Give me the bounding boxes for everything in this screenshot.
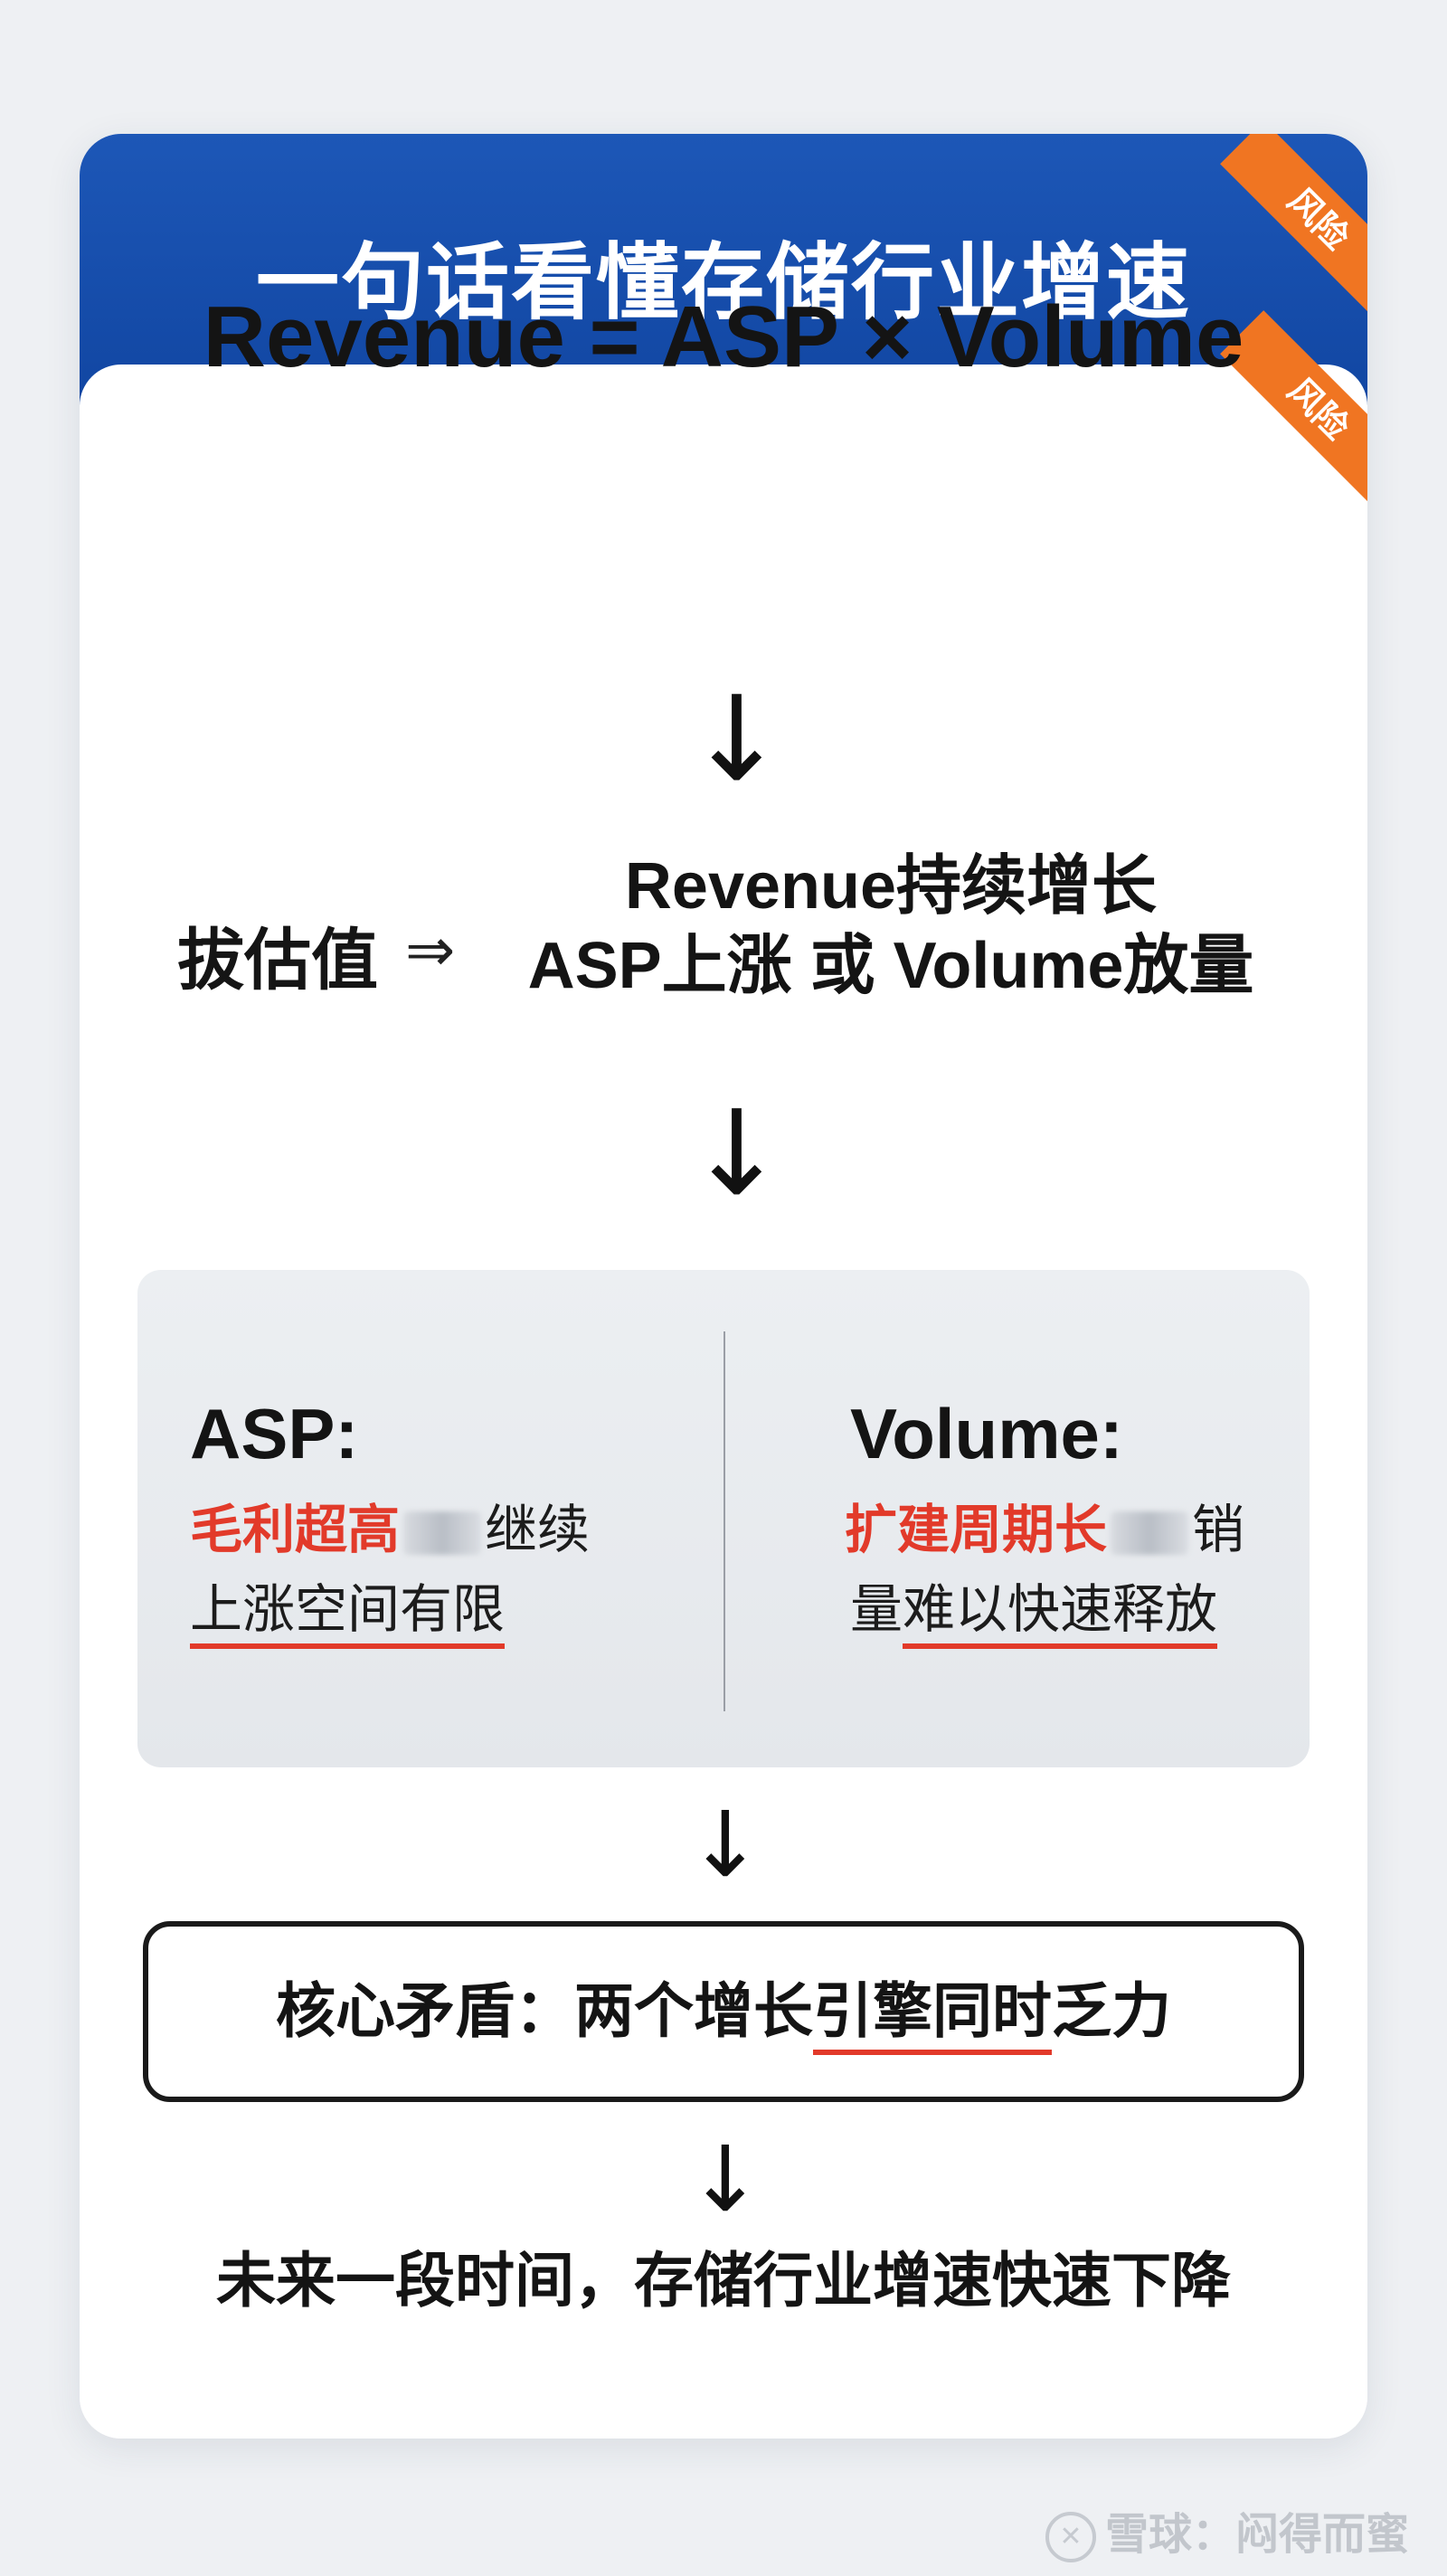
volume-underlined-text: 难以快速释放 [903,1578,1218,1649]
volume-line-1: 扩建周期长销 [845,1503,1244,1556]
asp-title: ASP: [190,1394,359,1473]
asp-highlight: 毛利超高 [190,1499,401,1560]
down-arrow-icon: ↓ [687,670,786,808]
core-underline-2: 同时 [932,1976,1052,2055]
asp-line-2: 上涨空间有限 [190,1578,506,1649]
volume-tail: 销 [1192,1499,1245,1560]
asp-line-1: 毛利超高继续 [190,1503,590,1556]
core-underline-1: 引擎 [813,1976,932,2055]
volume-title: Volume: [850,1394,1123,1473]
volume-highlight: 扩建周期长 [845,1499,1108,1560]
growth-line-2: ASP上涨 或 Volume放量 [527,930,1254,1002]
growth-line-1: Revenue持续增长 [624,850,1158,923]
core-suffix: 乏力 [1052,1976,1171,2046]
redacted-text [403,1511,482,1555]
card-title: 一句话看懂存储行业增速 [255,234,1191,331]
volume-line-2: 量难以快速释放 [850,1578,1218,1649]
redacted-text [1111,1511,1189,1555]
panel-divider [724,1331,725,1711]
core-prefix: 核心矛盾：两个增长 [276,1976,813,2046]
down-arrow-icon: ↓ [687,1792,763,1898]
watermark: ✕雪球：闷得而蜜 [1045,2498,1409,2562]
asp-underlined-text: 上涨空间有限 [190,1578,506,1649]
title-banner: 一句话看懂存储行业增速 [80,134,1367,405]
asp-tail: 继续 [485,1499,591,1560]
volume-line-2-plain: 量 [850,1578,903,1640]
conclusion-text: 未来一段时间，存储行业增速快速下降 [216,2246,1231,2316]
down-arrow-icon: ↓ [687,2126,763,2232]
growth-condition: Revenue持续增长 ASP上涨 或 Volume放量 [502,847,1280,1006]
implies-arrow-icon: ⇒ [405,915,456,985]
revenue-formula: Revenue = ASP × Volume [203,289,1244,385]
down-arrow-icon: ↓ [687,1084,786,1222]
valuation-label: 拔估值 [177,922,378,999]
xueqiu-logo-icon: ✕ [1045,2512,1096,2562]
core-contradiction-box: 核心矛盾：两个增长引擎同时乏力 [143,1921,1304,2102]
watermark-text: 雪球：闷得而蜜 [1104,2509,1409,2560]
